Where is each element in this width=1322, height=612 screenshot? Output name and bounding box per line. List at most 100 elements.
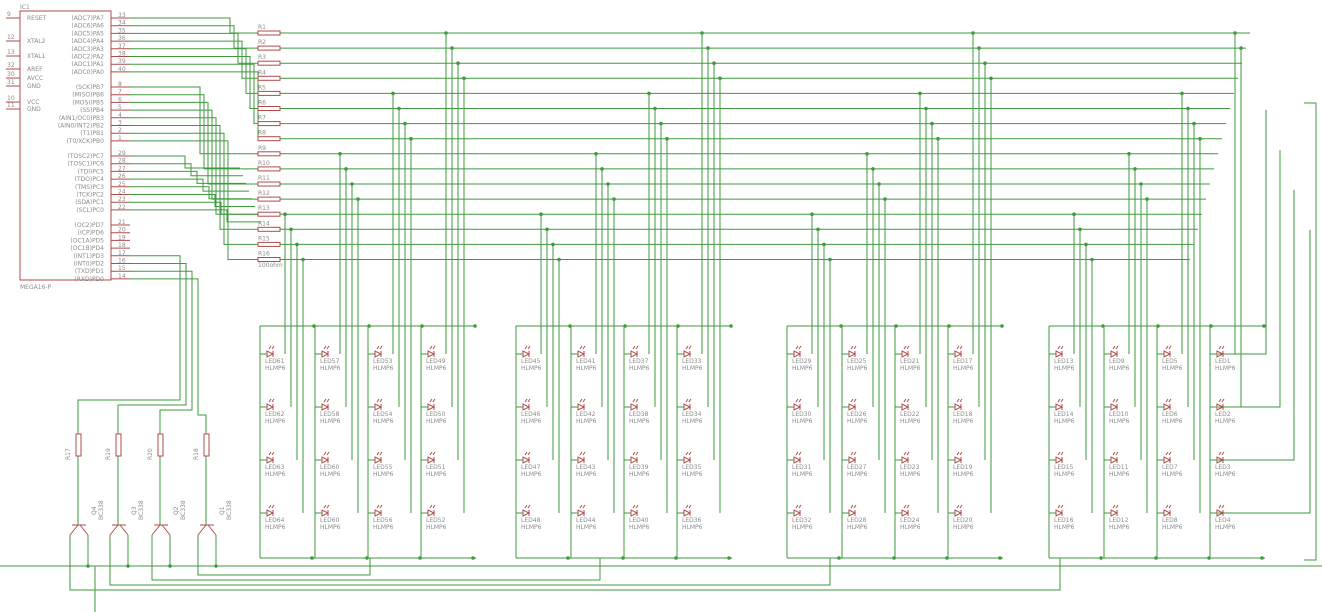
resistor[interactable] bbox=[257, 211, 281, 217]
resistor[interactable] bbox=[257, 181, 281, 187]
base-resistor[interactable] bbox=[203, 433, 210, 457]
resistor[interactable] bbox=[257, 241, 281, 247]
resistor[interactable] bbox=[257, 106, 281, 111]
resistor[interactable] bbox=[257, 90, 281, 96]
base-resistor[interactable] bbox=[157, 433, 164, 457]
resistor[interactable] bbox=[257, 226, 281, 232]
resistor[interactable] bbox=[257, 151, 281, 157]
led-emission-arrow bbox=[688, 504, 692, 509]
base-resistor[interactable] bbox=[75, 433, 82, 457]
resistor[interactable] bbox=[257, 30, 281, 36]
led-emission-arrow bbox=[632, 451, 636, 456]
resistor[interactable] bbox=[257, 45, 281, 51]
resistor[interactable] bbox=[257, 60, 281, 66]
resistor[interactable] bbox=[257, 257, 281, 262]
led-ref: LED1 bbox=[1215, 358, 1231, 365]
microcontroller[interactable]: IC1 MEGA16-P 9RESET12XTAL213XTAL132AREF3… bbox=[6, 4, 130, 291]
base-resistor[interactable] bbox=[115, 433, 122, 457]
led-part: HLMP6 bbox=[847, 365, 868, 372]
resistor[interactable] bbox=[257, 166, 281, 172]
led-part: HLMP6 bbox=[373, 365, 394, 372]
resistor[interactable] bbox=[257, 196, 281, 202]
led-ref: LED8 bbox=[1162, 517, 1178, 524]
junction-dot bbox=[126, 564, 130, 568]
led-ref: LED39 bbox=[629, 464, 649, 471]
junction-dot bbox=[706, 46, 710, 50]
resistor[interactable] bbox=[257, 136, 281, 142]
resistor[interactable] bbox=[257, 121, 281, 127]
led-emission-arrow bbox=[579, 345, 583, 350]
wire bbox=[130, 155, 240, 169]
resistor[interactable] bbox=[257, 75, 281, 81]
